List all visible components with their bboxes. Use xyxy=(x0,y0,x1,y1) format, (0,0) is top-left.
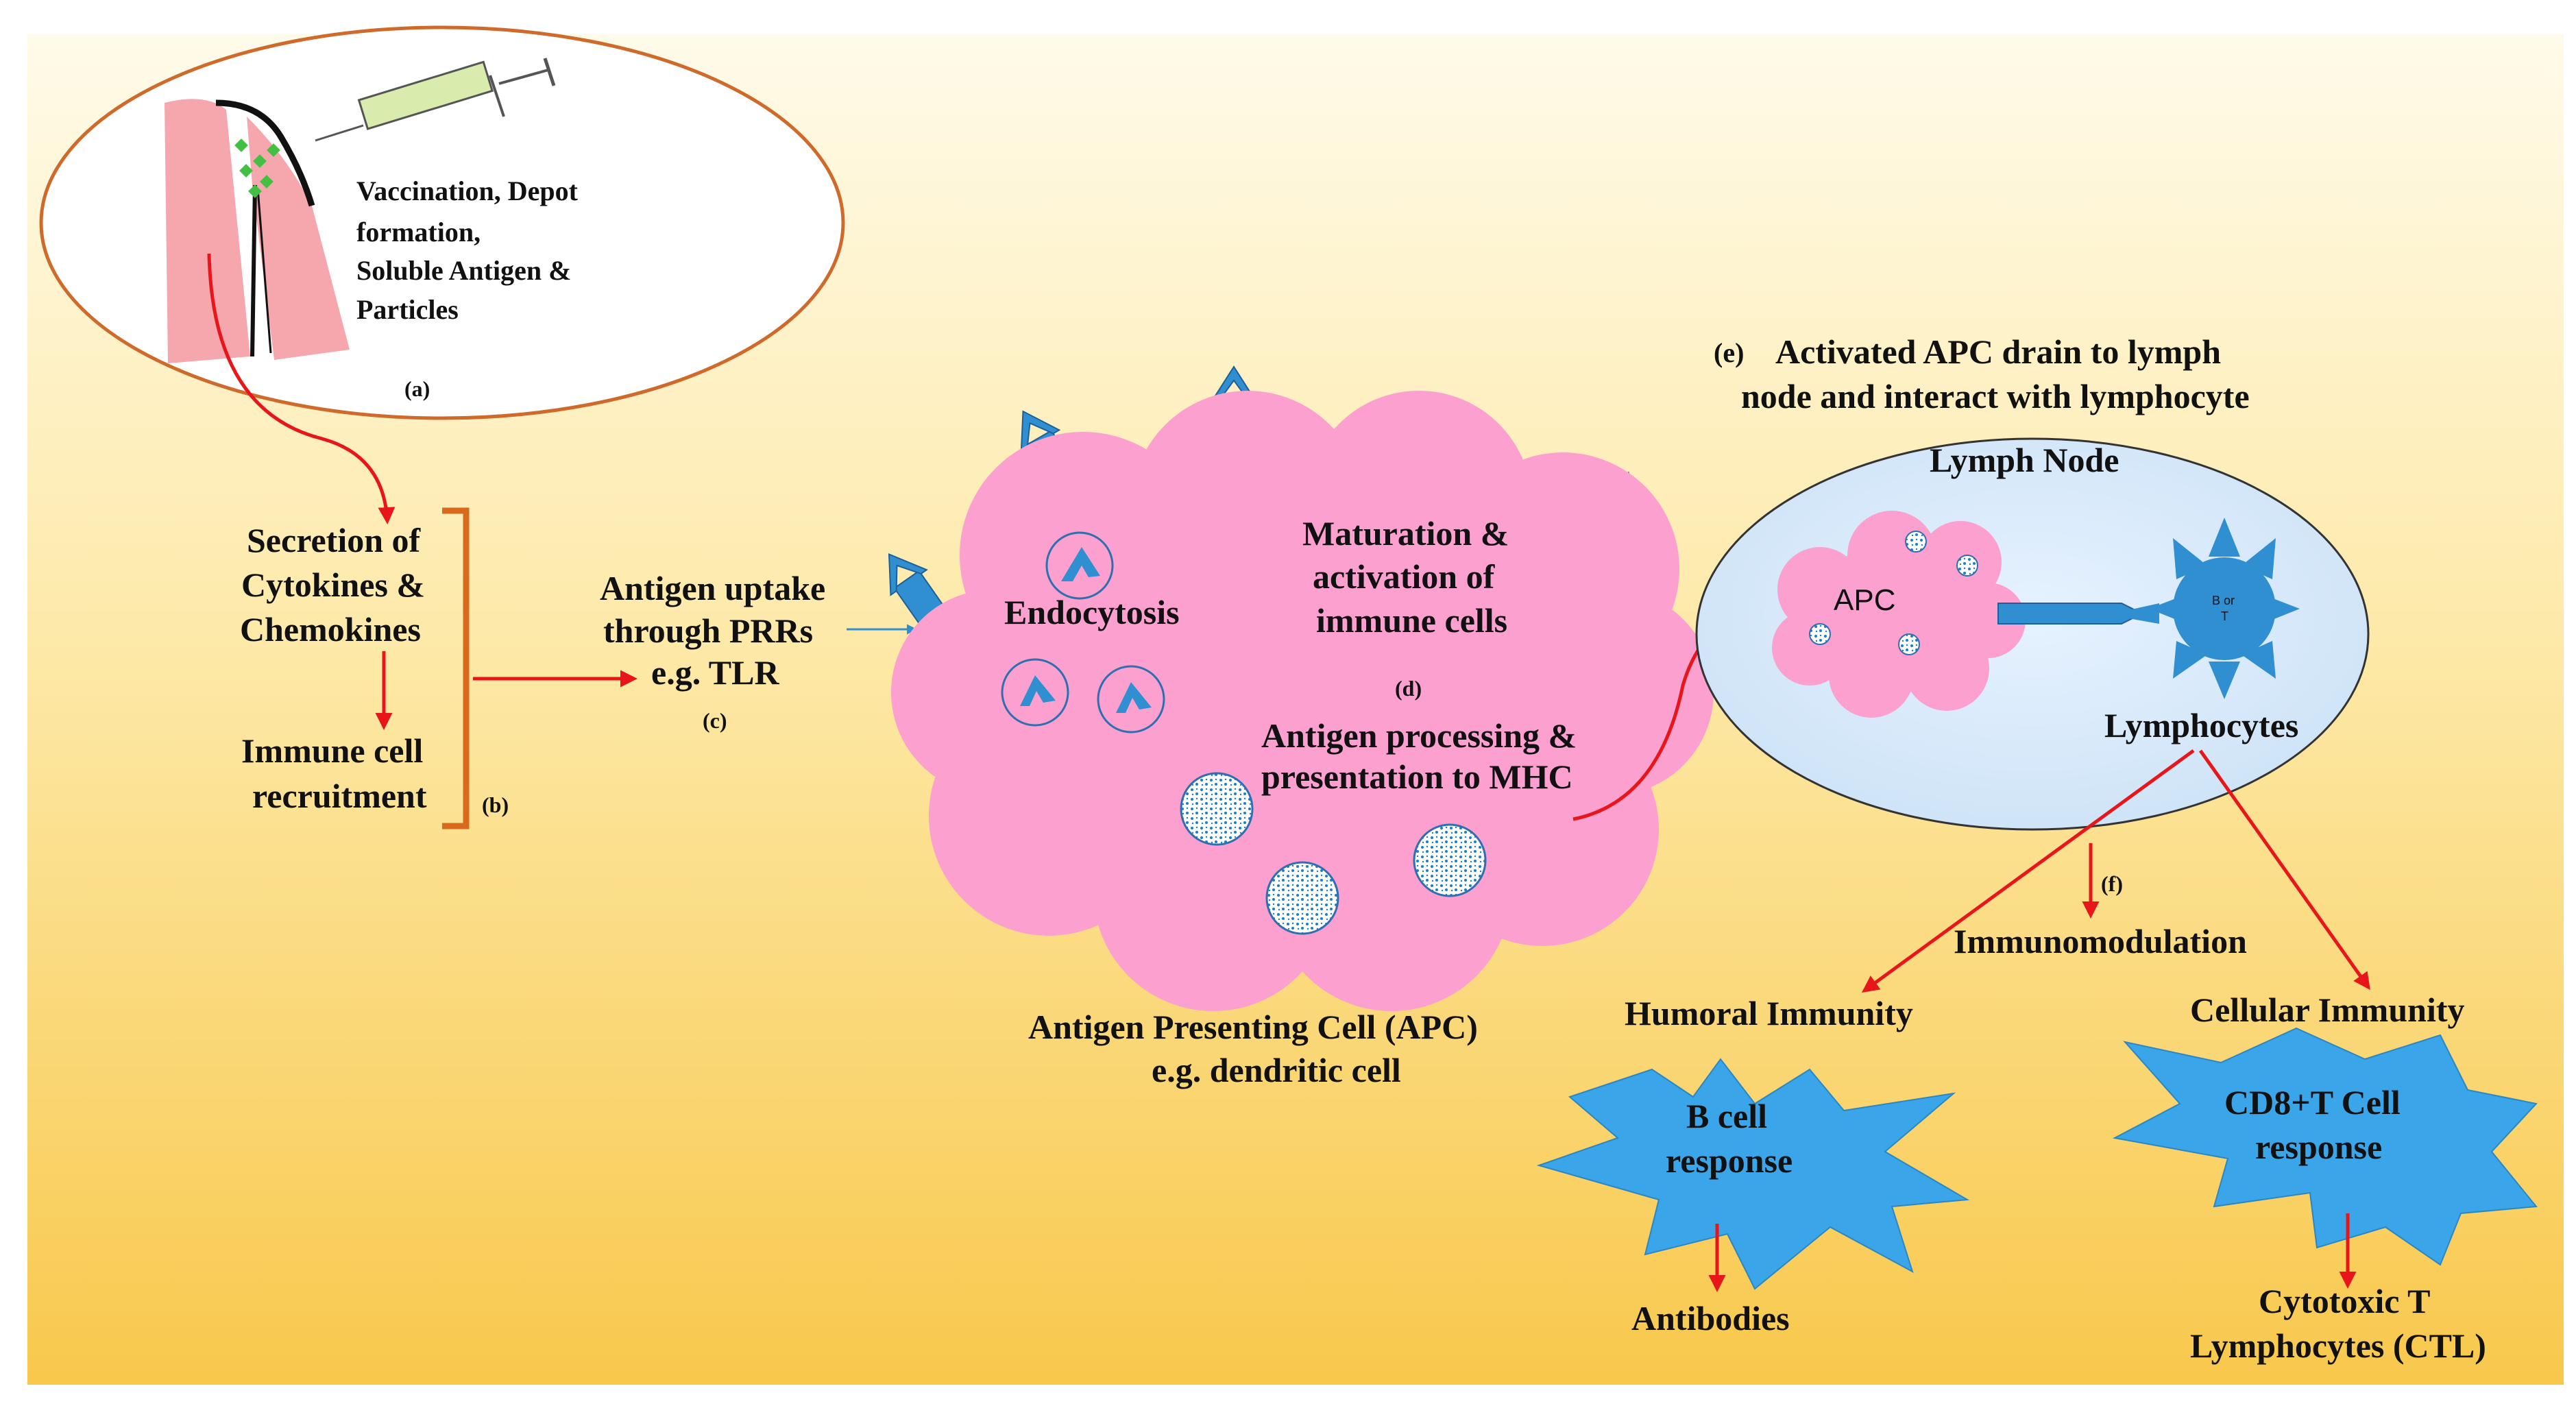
arrow-to-cellular xyxy=(2198,749,2370,991)
tag-f: (f) xyxy=(2101,871,2123,896)
lymph-node-label: Lymph Node xyxy=(1930,441,2119,479)
syringe-icon xyxy=(315,58,556,142)
antibodies-label: Antibodies xyxy=(1631,1299,1790,1337)
humoral-label: Humoral Immunity xyxy=(1625,994,1913,1032)
maturation-line-3: immune cells xyxy=(1316,601,1507,640)
ctl-line-1: Cytotoxic T xyxy=(2259,1282,2430,1320)
secretion-line-3: Chemokines xyxy=(240,610,421,649)
apc-caption-line-1: Antigen Presenting Cell (APC) xyxy=(1028,1008,1478,1046)
tag-d: (d) xyxy=(1395,676,1422,701)
vaccination-label-1: Vaccination, Depot xyxy=(356,175,579,206)
panel-e: (e) Activated APC drain to lymph node an… xyxy=(1695,332,2370,831)
skin-fold-line xyxy=(215,99,315,207)
skin-cleft-line xyxy=(250,184,257,357)
antigen-dots xyxy=(234,138,280,198)
b-cell-starburst xyxy=(1536,1058,1970,1290)
tag-b: (b) xyxy=(482,792,509,817)
processing-line-1: Antigen processing & xyxy=(1261,716,1577,755)
processing-line-2: presentation to MHC xyxy=(1261,757,1573,796)
antigen-particle xyxy=(1413,823,1487,897)
heading-line-2: node and interact with lymphocyte xyxy=(1741,377,2250,415)
cell-text-1: B or xyxy=(2212,594,2235,607)
maturation-line-1: Maturation & xyxy=(1302,514,1509,553)
cd8-line-1: CD8+T Cell xyxy=(2224,1083,2401,1122)
panel-f: (f) Immunomodulation Humoral Immunity B … xyxy=(1536,749,2538,1365)
uptake-line-3: e.g. TLR xyxy=(651,653,779,692)
vaccination-label-2: formation, xyxy=(356,217,481,247)
endosome xyxy=(1001,658,1069,727)
cellular-label: Cellular Immunity xyxy=(2190,991,2465,1029)
antigen-particle xyxy=(1809,623,1831,645)
skin-tissue xyxy=(165,99,250,363)
panel-a: Vaccination, Depot formation, Soluble An… xyxy=(39,25,845,420)
tag-e: (e) xyxy=(1714,337,1744,368)
ctl-line-2: Lymphocytes (CTL) xyxy=(2190,1326,2486,1365)
apc-caption-line-2: e.g. dendritic cell xyxy=(1152,1051,1401,1089)
b-cell-line-2: response xyxy=(1666,1141,1793,1180)
arrow-a-to-b xyxy=(207,253,396,524)
lymphocytes-label: Lymphocytes xyxy=(2104,706,2298,744)
antigen-particle xyxy=(1180,772,1254,846)
endosome xyxy=(1045,531,1114,600)
antigen-particle xyxy=(1265,861,1339,935)
vaccination-label-3: Soluble Antigen & xyxy=(356,255,571,286)
apc-label: APC xyxy=(1834,583,1895,617)
skin-cleft-line-2 xyxy=(256,188,272,354)
endosome xyxy=(1097,665,1165,734)
secretion-line-2: Cytokines & xyxy=(241,566,425,604)
lymphocyte-icon xyxy=(2149,518,2300,699)
endocytosis-label: Endocytosis xyxy=(1004,593,1180,631)
cd8-line-2: response xyxy=(2255,1128,2382,1166)
panel-d: Endocytosis Maturation & activation of i… xyxy=(888,365,1714,1089)
vaccination-label-4: Particles xyxy=(356,294,459,325)
tag-c: (c) xyxy=(703,708,727,733)
cd8-starburst xyxy=(2112,1027,2538,1266)
heading-line-1: Activated APC drain to lymph xyxy=(1775,332,2221,371)
b-cell-line-1: B cell xyxy=(1686,1097,1767,1135)
panel-b: Secretion of Cytokines & Chemokines Immu… xyxy=(240,507,509,829)
apc-cloud xyxy=(891,391,1714,1011)
antigen-particle xyxy=(1898,633,1920,655)
secretion-line-1: Secretion of xyxy=(247,521,422,559)
antigen-particle xyxy=(1956,555,1978,577)
arrow-to-humoral xyxy=(1861,749,2195,993)
maturation-line-2: activation of xyxy=(1313,557,1496,596)
panel-c: Antigen uptake through PRRs e.g. TLR (c) xyxy=(600,569,917,733)
bracket-b xyxy=(442,507,470,829)
tag-a: (a) xyxy=(404,376,430,401)
cell-text-2: T xyxy=(2221,609,2228,623)
uptake-line-1: Antigen uptake xyxy=(600,569,825,607)
antigen-particle xyxy=(1905,531,1927,553)
immunomodulation-label: Immunomodulation xyxy=(1954,922,2247,960)
recruitment-line-1: Immune cell xyxy=(241,731,423,770)
uptake-line-2: through PRRs xyxy=(603,611,813,650)
recruitment-line-2: recruitment xyxy=(252,777,427,815)
skin-tissue-right xyxy=(247,117,350,360)
receptor-connector xyxy=(1997,603,2144,625)
